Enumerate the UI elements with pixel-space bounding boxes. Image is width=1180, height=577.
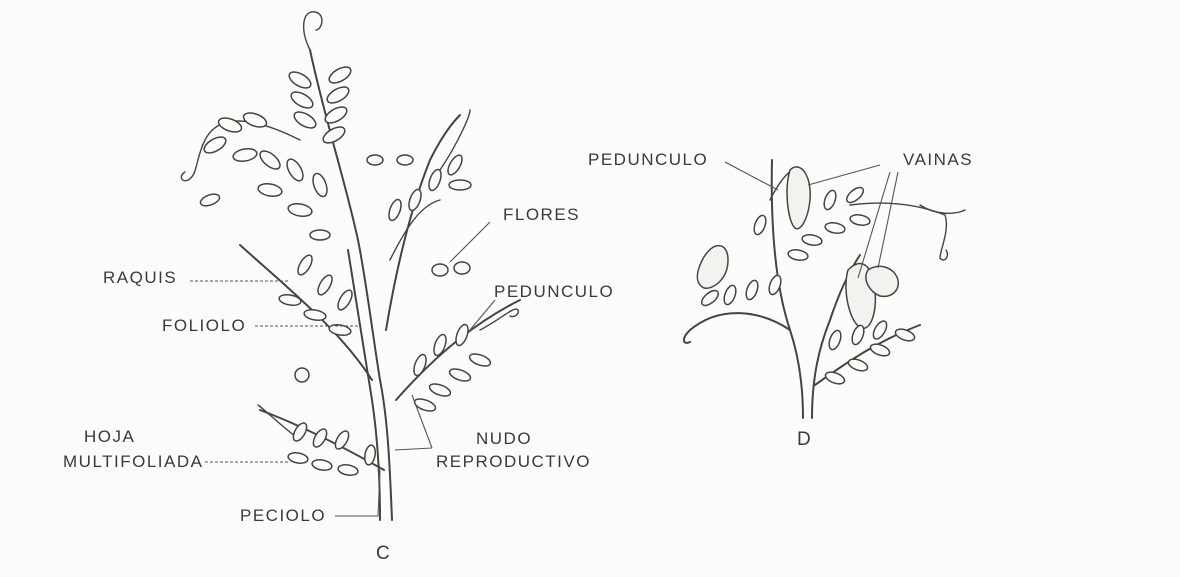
plant-d-drawing bbox=[684, 160, 965, 418]
plant-c-branch-right bbox=[386, 115, 460, 330]
caption-d: D bbox=[797, 429, 811, 450]
leaflet bbox=[367, 155, 383, 165]
leaflet bbox=[284, 157, 306, 184]
label-pedunculo-d: PEDUNCULO bbox=[588, 150, 708, 169]
plant-d-branch-left bbox=[684, 313, 790, 343]
leader-pedunculo-d bbox=[725, 162, 778, 190]
leaflet bbox=[327, 64, 354, 86]
leaflet bbox=[292, 109, 319, 131]
leaflet bbox=[287, 451, 308, 464]
label-reproductivo: REPRODUCTIVO bbox=[436, 452, 591, 471]
leaflet bbox=[722, 284, 738, 306]
plant-c-leaflets-lower-right bbox=[412, 323, 493, 414]
leader-peciolo bbox=[335, 470, 380, 516]
leaflet bbox=[413, 397, 437, 414]
leaflet bbox=[849, 213, 870, 226]
pod bbox=[697, 246, 728, 289]
leaflet bbox=[428, 382, 452, 399]
leaflet bbox=[310, 172, 329, 199]
leaflet bbox=[199, 192, 221, 208]
plant-c-leaflets-top bbox=[199, 64, 353, 218]
leaflet bbox=[744, 279, 760, 301]
leaflet bbox=[295, 253, 315, 277]
leaflet bbox=[432, 333, 449, 357]
leaflet bbox=[303, 308, 326, 322]
leaflet bbox=[315, 273, 335, 297]
leaflet bbox=[242, 110, 269, 129]
pod bbox=[787, 167, 810, 229]
plant-c-drawing bbox=[181, 12, 520, 520]
leaflet bbox=[454, 323, 471, 347]
leaflet bbox=[850, 324, 866, 346]
leaflet bbox=[449, 180, 471, 190]
leaflet bbox=[407, 188, 424, 212]
leaflet bbox=[328, 323, 351, 337]
leaflet bbox=[232, 147, 258, 163]
plant-c-leaflets-left bbox=[278, 230, 355, 337]
leaflet bbox=[787, 248, 808, 261]
leaflet bbox=[427, 168, 444, 192]
leaflet bbox=[397, 155, 413, 165]
leaflet bbox=[412, 353, 429, 377]
leaflet bbox=[894, 327, 916, 343]
leaflet bbox=[822, 189, 838, 211]
leaflet bbox=[287, 69, 314, 91]
leaflet bbox=[335, 288, 355, 312]
flower bbox=[295, 368, 309, 382]
leaflet bbox=[844, 185, 866, 206]
leaflet bbox=[824, 370, 846, 386]
label-pedunculo-c: PEDUNCULO bbox=[494, 282, 614, 301]
label-nudo: NUDO bbox=[476, 429, 532, 448]
leaflet bbox=[387, 198, 404, 222]
leaflet bbox=[827, 329, 843, 351]
plant-c-leaflets-lower-left bbox=[287, 421, 376, 477]
leaflet bbox=[323, 104, 350, 126]
flower bbox=[432, 264, 448, 276]
plant-c-tendril-top bbox=[304, 12, 322, 50]
leaflet bbox=[869, 342, 891, 358]
label-peciolo: PECIOLO bbox=[240, 506, 326, 525]
label-raquis: RAQUIS bbox=[103, 268, 177, 287]
leaflet bbox=[217, 115, 244, 134]
leaflet bbox=[699, 288, 721, 309]
leaflet bbox=[202, 134, 229, 156]
leaflet bbox=[337, 463, 358, 476]
plant-c-flowers bbox=[295, 262, 470, 382]
leaflet bbox=[257, 148, 283, 173]
label-hoja: HOJA bbox=[84, 427, 135, 446]
label-foliolo: FOLIOLO bbox=[162, 316, 246, 335]
leaflet bbox=[847, 357, 869, 373]
plant-c-main-stem-edge bbox=[348, 250, 380, 520]
flower bbox=[454, 262, 470, 274]
leaflet bbox=[289, 89, 316, 111]
caption-c: C bbox=[376, 543, 390, 564]
leader-flores bbox=[450, 222, 490, 262]
leaflet bbox=[311, 427, 330, 449]
leaflet bbox=[325, 84, 352, 106]
leader-pedunculo bbox=[470, 300, 495, 330]
leaflet bbox=[752, 214, 768, 236]
label-multifoliada: MULTIFOLIADA bbox=[63, 452, 203, 471]
leaflet bbox=[311, 458, 332, 471]
leaflet bbox=[310, 230, 330, 240]
plant-c-branch-lower-right bbox=[396, 300, 520, 400]
leaflet bbox=[257, 182, 283, 198]
leaflet bbox=[871, 319, 890, 341]
label-flores: FLORES bbox=[503, 205, 580, 224]
label-vainas: VAINAS bbox=[903, 150, 973, 169]
leaflet bbox=[468, 352, 492, 369]
leaflet bbox=[363, 444, 376, 465]
leaflet bbox=[287, 202, 313, 218]
leaflet bbox=[333, 429, 352, 451]
leaflet bbox=[278, 293, 301, 307]
leaflet bbox=[824, 221, 845, 234]
plant-d-tendril-top bbox=[920, 205, 965, 213]
leaflet bbox=[801, 233, 822, 246]
leaflet bbox=[448, 367, 472, 384]
